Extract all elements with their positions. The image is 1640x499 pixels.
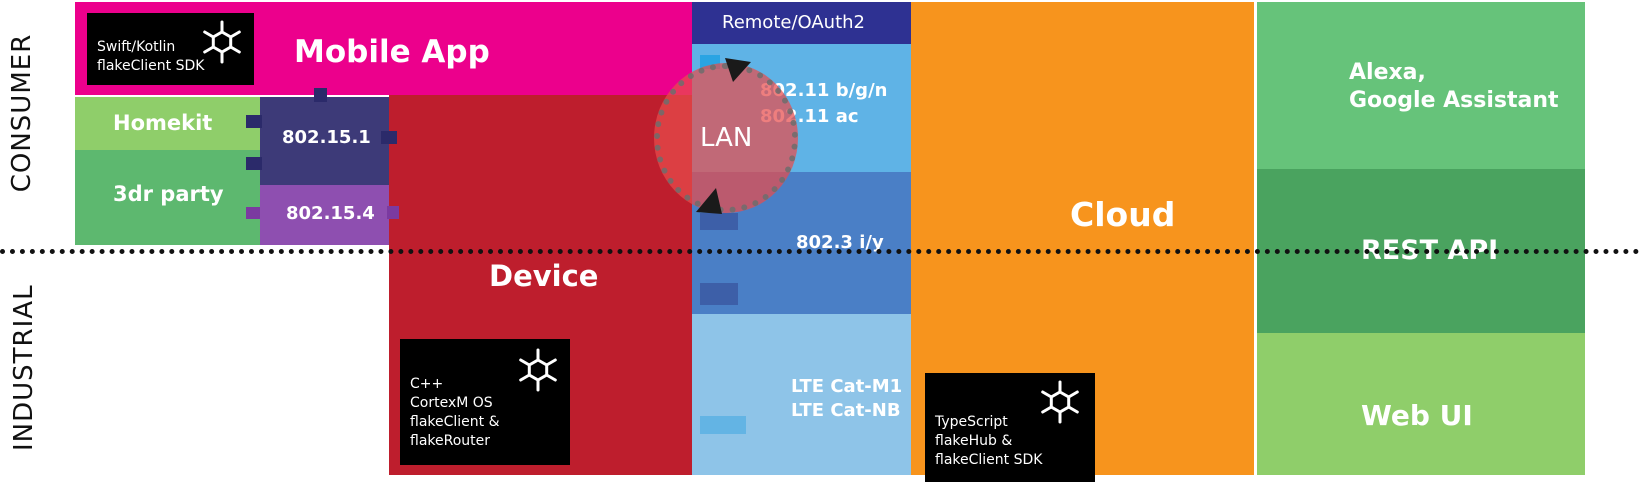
arrow-head-icon xyxy=(696,188,722,214)
cloud-sdk-line-2: flakeHub & xyxy=(935,433,1013,449)
mobile-sdk-line-1: Swift/Kotlin xyxy=(97,39,176,55)
homekit-label: Homekit xyxy=(113,111,213,135)
web-ui-label: Web UI xyxy=(1361,399,1473,432)
port-square xyxy=(700,283,738,305)
device-title: Device xyxy=(489,259,599,293)
snowflake-icon xyxy=(1041,380,1079,424)
web-ui-block: Web UI xyxy=(1257,333,1585,475)
cloud-title: Cloud xyxy=(1070,195,1176,234)
industrial-axis-label: INDUSTRIAL xyxy=(9,284,39,451)
third-party-block: 3dr party xyxy=(75,150,260,245)
device-sdk-line-2: CortexM OS xyxy=(410,395,493,411)
port-square xyxy=(314,88,327,102)
thread-label: 802.15.4 xyxy=(286,203,375,224)
port-square xyxy=(700,416,746,434)
homekit-block: Homekit xyxy=(75,97,260,150)
mobile-app-title: Mobile App xyxy=(294,34,490,70)
ethernet-label: 802.3 i/y xyxy=(796,232,884,253)
mobile-sdk-box: Swift/Kotlin flakeClient SDK xyxy=(87,13,254,85)
consumer-axis-label: CONSUMER xyxy=(7,33,37,193)
port-square xyxy=(387,206,399,219)
snowflake-icon xyxy=(519,348,557,392)
consumer-industrial-divider xyxy=(0,249,1640,254)
port-square xyxy=(700,213,738,230)
device-sdk-line-3: flakeClient & xyxy=(410,414,500,430)
zigbee-label: 802.15.1 xyxy=(282,127,371,148)
lte-line-1: LTE Cat-M1 xyxy=(791,376,903,397)
port-square xyxy=(246,115,262,128)
lan-circle: LAN xyxy=(654,63,798,213)
arrow-head-icon xyxy=(725,58,751,82)
port-square xyxy=(246,157,262,170)
cloud-sdk-box: TypeScript flakeHub & flakeClient SDK xyxy=(925,373,1095,482)
mobile-sdk-line-2: flakeClient SDK xyxy=(97,58,205,74)
zigbee-block: 802.15.1 xyxy=(260,97,389,185)
port-square xyxy=(246,207,260,219)
assistants-line-1: Alexa, xyxy=(1349,60,1426,85)
lte-block: LTE Cat-M1 LTE Cat-NB xyxy=(692,314,911,475)
assistants-block: Alexa, Google Assistant xyxy=(1257,2,1585,169)
third-party-label: 3dr party xyxy=(113,182,224,206)
cloud-sdk-line-1: TypeScript xyxy=(935,414,1008,430)
snowflake-icon xyxy=(203,20,241,64)
device-sdk-line-4: flakeRouter xyxy=(410,433,491,449)
remote-oauth-block: Remote/OAuth2 xyxy=(692,2,911,44)
wifi-line-1: 802.11 b/g/n xyxy=(760,80,888,101)
assistants-line-2: Google Assistant xyxy=(1349,88,1559,113)
device-sdk-box: C++ CortexM OS flakeClient & flakeRouter xyxy=(400,339,570,465)
port-square xyxy=(381,131,397,144)
cloud-sdk-line-3: flakeClient SDK xyxy=(935,452,1043,468)
remote-oauth-label: Remote/OAuth2 xyxy=(722,12,866,33)
thread-block: 802.15.4 xyxy=(260,185,389,245)
lan-label: LAN xyxy=(700,123,753,153)
device-sdk-line-1: C++ xyxy=(410,376,444,392)
lte-line-2: LTE Cat-NB xyxy=(791,400,901,421)
